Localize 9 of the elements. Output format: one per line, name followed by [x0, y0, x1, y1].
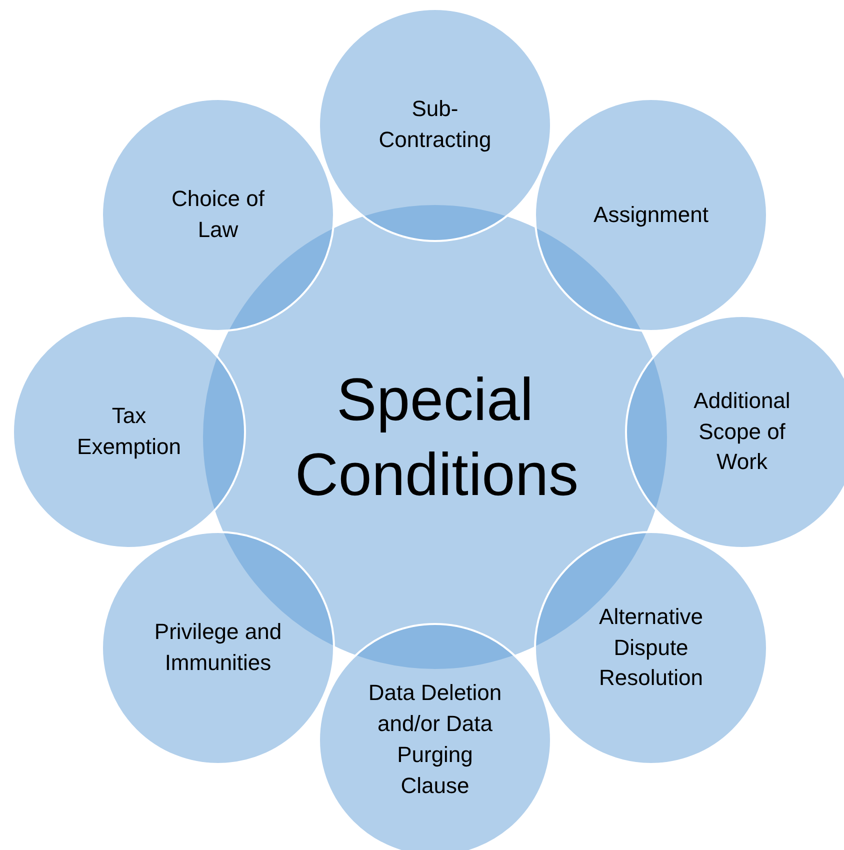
center-title: Special Conditions	[295, 365, 575, 510]
topic-label: Additional Scope of Work	[692, 386, 792, 476]
topic-label: Choice of Law	[170, 185, 266, 244]
topic-label: Data Deletion and/or Data Purging Clause	[367, 679, 503, 800]
topic-label: Tax Exemption	[76, 402, 182, 461]
topic-label: Alternative Dispute Resolution	[598, 602, 704, 692]
topic-label: Assignment	[594, 200, 708, 229]
topic-label: Privilege and Immunities	[153, 618, 283, 677]
topic-label: Sub-Contracting	[378, 95, 492, 154]
